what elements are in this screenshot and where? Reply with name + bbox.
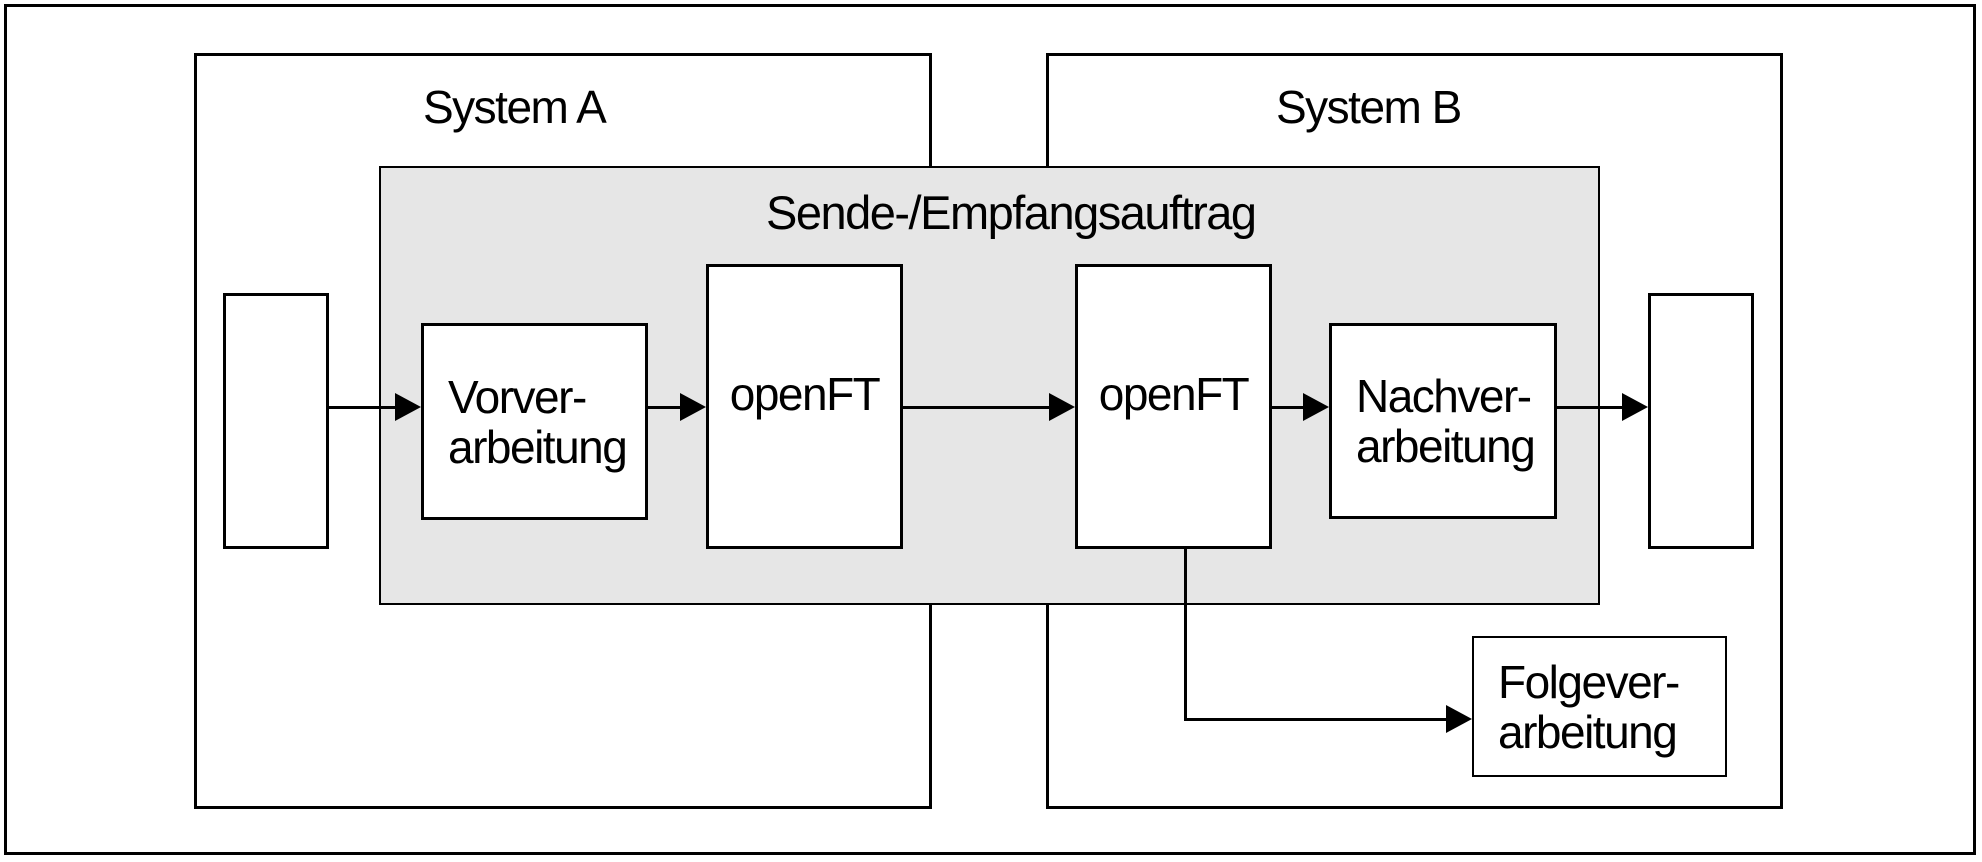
system-b-label: System B: [1276, 81, 1462, 133]
arrow-nachverarbeitung-to-target-line: [1557, 406, 1626, 409]
transfer-band-label: Sende-/Empfangsauftrag: [766, 186, 1257, 239]
folgeverarbeitung-label-line1: Folgever-: [1498, 655, 1680, 708]
openft-b-label: openFT: [1098, 367, 1250, 420]
connector-openft-b-to-folgeverarbeitung-hline: [1184, 718, 1448, 721]
folgeverarbeitung-label-line2: arbeitung: [1498, 705, 1678, 758]
arrow-openft-b-to-nachverarbeitung-head: [1303, 393, 1329, 421]
arrow-openft-b-to-nachverarbeitung-line: [1272, 406, 1307, 409]
system-a-label: System A: [423, 81, 607, 133]
openft-a-box: openFT: [706, 264, 903, 549]
openft-b-box: openFT: [1075, 264, 1272, 549]
arrow-source-to-vorverarbeitung-head: [395, 393, 421, 421]
vorverarbeitung-label-line1: Vorver-: [448, 370, 587, 423]
vorverarbeitung-label-line2: arbeitung: [448, 420, 628, 473]
arrow-openft-a-to-openft-b-line: [903, 406, 1053, 409]
arrow-vorverarbeitung-to-openft-a-line: [648, 406, 684, 409]
openft-a-label: openFT: [729, 367, 881, 420]
arrow-openft-a-to-openft-b-head: [1049, 393, 1075, 421]
folgeverarbeitung-box: Folgever- arbeitung: [1472, 636, 1727, 777]
nachverarbeitung-label-line2: arbeitung: [1356, 420, 1536, 472]
connector-openft-b-to-folgeverarbeitung-vline: [1184, 549, 1187, 721]
nachverarbeitung-box: Nachver- arbeitung: [1329, 323, 1557, 519]
vorverarbeitung-box: Vorver- arbeitung: [421, 323, 648, 520]
connector-openft-b-to-folgeverarbeitung-head: [1446, 705, 1472, 733]
nachverarbeitung-label-line1: Nachver-: [1356, 370, 1532, 422]
arrow-source-to-vorverarbeitung-line: [329, 406, 399, 409]
arrow-nachverarbeitung-to-target-head: [1622, 393, 1648, 421]
file-box-target: [1648, 293, 1754, 549]
outer-frame: [4, 4, 1976, 855]
arrow-vorverarbeitung-to-openft-a-head: [680, 393, 706, 421]
file-box-source: [223, 293, 329, 549]
